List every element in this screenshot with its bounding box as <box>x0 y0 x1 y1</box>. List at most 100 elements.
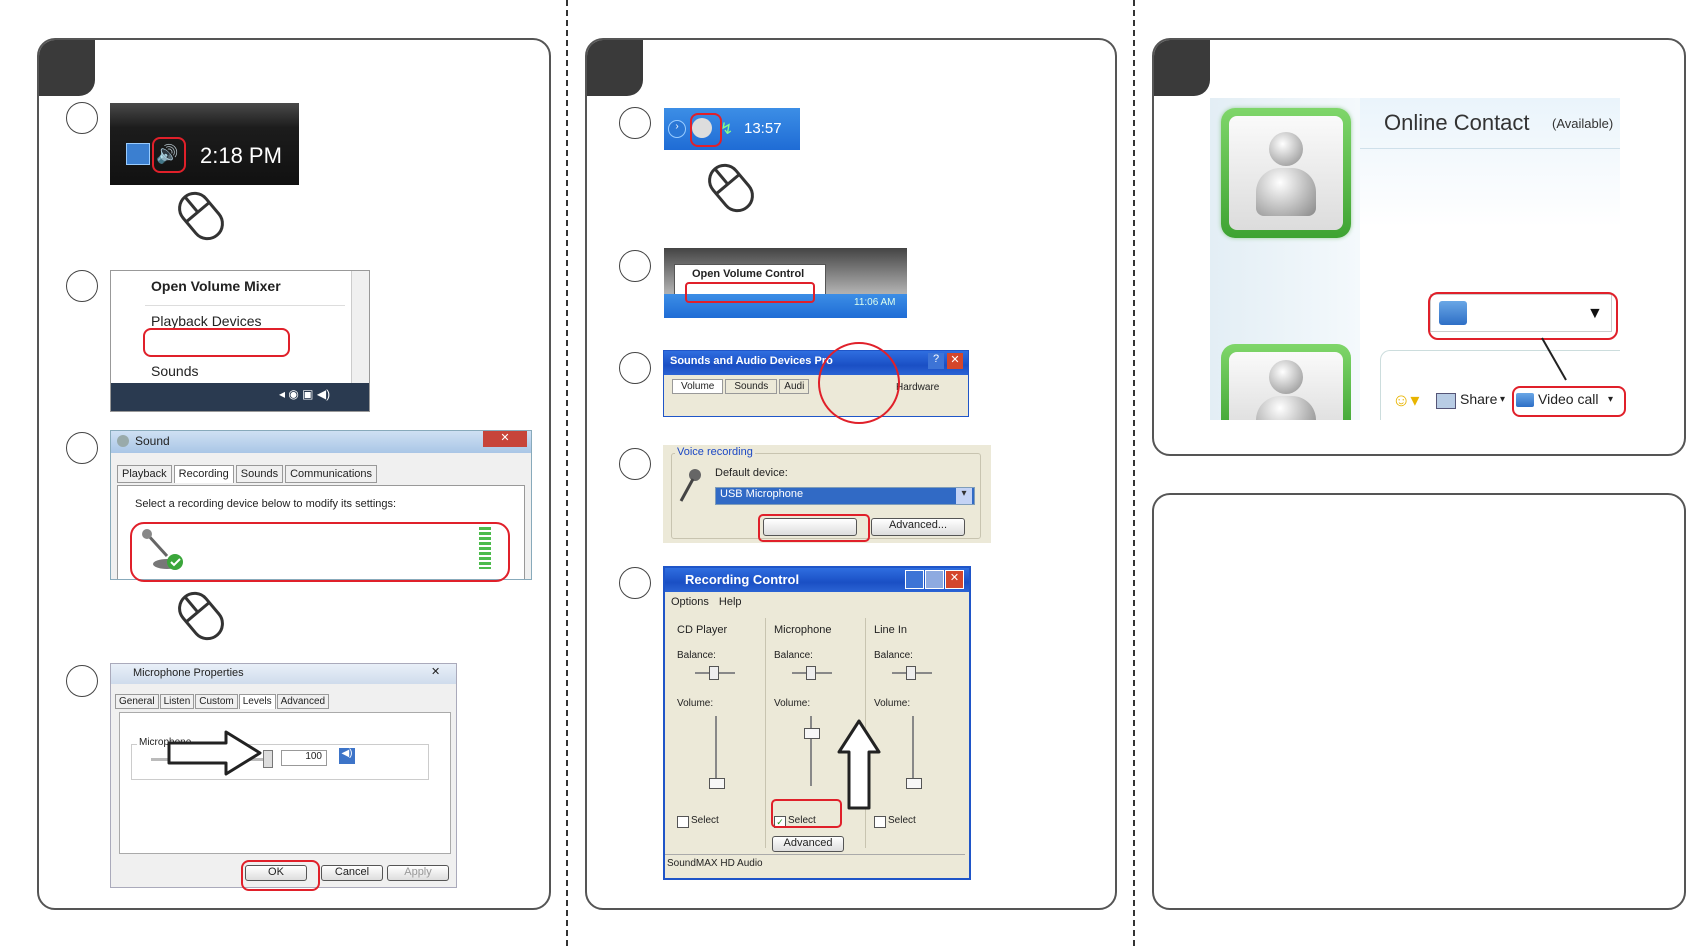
volume-slider-track <box>912 716 914 786</box>
speaker-icon[interactable]: ◀) <box>339 748 355 764</box>
step-circle <box>66 102 98 134</box>
help-button[interactable]: ? <box>928 353 944 369</box>
volume-slider-knob[interactable] <box>906 778 922 789</box>
close-button[interactable]: ✕ <box>483 431 527 447</box>
network-icon <box>126 143 150 165</box>
tab-recording[interactable]: Recording <box>173 465 234 483</box>
advanced-button[interactable]: Advanced... <box>871 518 965 536</box>
select-checkbox[interactable] <box>874 816 886 828</box>
video-call-button[interactable]: Video call <box>1538 391 1599 407</box>
volume-slider-knob[interactable] <box>804 728 820 739</box>
highlight-speaker <box>152 137 186 173</box>
user-silhouette-icon <box>1269 132 1303 166</box>
voice-recording-label: Voice recording <box>675 446 755 458</box>
level-value-field[interactable]: 100 <box>281 750 327 766</box>
close-button[interactable]: ✕ <box>947 353 963 369</box>
mic-props-title: Microphone Properties <box>133 667 244 679</box>
step-tab <box>39 40 95 96</box>
contact-name: Online Contact <box>1384 110 1530 135</box>
voice-recording-group: Voice recording Default device: USB Micr… <box>663 445 991 543</box>
recording-control-window: Recording Control ✕ Options Help CD Play… <box>663 566 971 880</box>
share-icon <box>1436 393 1456 409</box>
volume-slider-knob[interactable] <box>709 778 725 789</box>
device-select[interactable]: USB Microphone <box>715 487 975 505</box>
menu-help[interactable]: Help <box>718 596 742 608</box>
menu-open-volume-mixer[interactable]: Open Volume Mixer <box>151 278 281 294</box>
advanced-button[interactable]: Advanced <box>772 836 844 852</box>
menu-playback-devices[interactable]: Playback Devices <box>151 313 262 329</box>
cancel-button[interactable]: Cancel <box>321 865 383 881</box>
step-circle <box>619 352 651 384</box>
highlight-microphone-device <box>130 522 510 582</box>
right-arrow-icon <box>167 730 262 776</box>
apply-button[interactable]: Apply <box>387 865 449 881</box>
step-circle <box>619 107 651 139</box>
volume-icon[interactable] <box>692 118 712 138</box>
panel-empty <box>1152 493 1686 910</box>
step-tab <box>587 40 643 96</box>
highlight-recording-option <box>685 282 815 303</box>
sounds-audio-devices-dialog: Sounds and Audio Devices Pro ? ✕ Volume … <box>663 350 969 417</box>
menu-options[interactable]: Options <box>671 596 709 608</box>
emoticon-icon[interactable]: ☺▾ <box>1392 390 1420 410</box>
user-silhouette-icon <box>1269 360 1303 394</box>
ok-button[interactable]: OK <box>245 865 307 881</box>
expand-icon[interactable]: › <box>668 120 686 138</box>
network-icon: ↯ <box>720 121 734 138</box>
highlight-voice-tab-circle <box>818 342 900 424</box>
up-arrow-icon <box>837 719 881 810</box>
sound-icon <box>117 435 129 447</box>
volume-button[interactable] <box>763 518 857 536</box>
tab-sounds[interactable]: Sounds <box>725 379 778 394</box>
tab-sounds[interactable]: Sounds <box>235 465 284 483</box>
select-checkbox[interactable] <box>677 816 689 828</box>
share-button[interactable]: Share <box>1460 391 1498 407</box>
recording-control-title: Recording Control <box>685 572 800 587</box>
chevron-down-icon[interactable]: ▾ <box>956 488 972 504</box>
menu-sounds[interactable]: Sounds <box>151 363 199 379</box>
microphone-icon <box>675 467 705 503</box>
xp-tray: › ↯ 13:57 <box>664 108 800 150</box>
minimize-button[interactable] <box>905 570 924 589</box>
chevron-down-icon[interactable]: ▼ <box>1587 305 1603 322</box>
microphone-group-label: Microphone <box>137 737 194 748</box>
tray-icons: ◂ ◉ ▣ ◀) <box>279 387 331 401</box>
tab-custom[interactable]: Custom <box>195 694 238 709</box>
win7-taskbar: 🔊 2:18 PM <box>110 103 299 185</box>
tab-volume[interactable]: Volume <box>672 379 724 394</box>
tab-levels[interactable]: Levels <box>238 694 276 709</box>
tab-audio[interactable]: Audi <box>779 379 810 394</box>
highlight-ok-button <box>241 860 320 891</box>
video-call-icon <box>1516 393 1534 407</box>
step-circle <box>619 250 651 282</box>
messenger-window: Online Contact (Available) ▼ ☺▾ Share ▾ … <box>1210 98 1620 420</box>
call-device-dropdown[interactable]: ▼ <box>1430 294 1612 332</box>
tab-advanced[interactable]: Advanced <box>276 694 330 709</box>
step-circle <box>66 270 98 302</box>
highlight-video-call <box>1512 386 1626 417</box>
tab-communications[interactable]: Communications <box>285 465 378 483</box>
level-slider-thumb[interactable] <box>263 750 273 768</box>
maximize-button[interactable] <box>925 570 944 589</box>
contact-status: (Available) <box>1552 116 1614 131</box>
tab-hardware[interactable]: Hardware <box>896 382 940 393</box>
sound-dialog: Sound ✕ Playback Recording Sounds Commun… <box>110 430 532 580</box>
default-device-label: Default device: <box>715 467 788 479</box>
speaker-icon[interactable]: 🔊 <box>156 144 179 164</box>
menu-open-volume-control[interactable]: Open Volume Control <box>692 268 805 280</box>
tab-listen[interactable]: Listen <box>159 694 195 709</box>
highlight-volume-button <box>758 514 870 542</box>
level-meter <box>479 527 491 569</box>
close-button[interactable]: ✕ <box>945 570 964 589</box>
volume-slider-track <box>810 716 812 786</box>
microphone-device-icon[interactable] <box>137 526 187 574</box>
callout-line <box>1541 337 1567 381</box>
computer-call-icon <box>1439 301 1467 325</box>
tab-general[interactable]: General <box>115 694 159 709</box>
microphone-properties-dialog: Microphone Properties ✕ General Listen C… <box>110 663 457 888</box>
tab-playback[interactable]: Playback <box>117 465 172 483</box>
close-icon[interactable]: ✕ <box>431 666 441 678</box>
win7-context-menu: Open Volume Mixer Playback Devices Sound… <box>110 270 370 412</box>
divider-1 <box>566 0 568 946</box>
highlight-volume-icon <box>690 113 722 147</box>
